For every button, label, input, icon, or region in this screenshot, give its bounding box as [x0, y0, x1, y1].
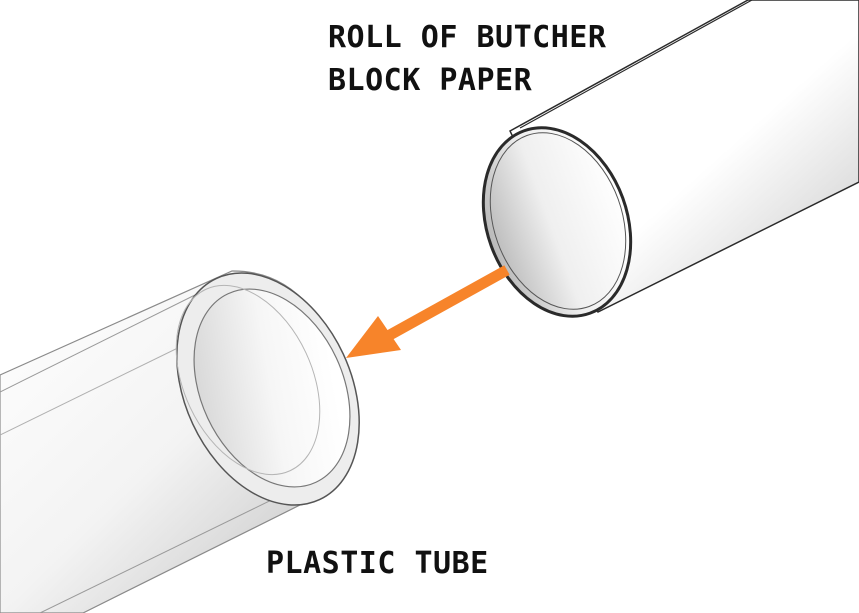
insert-direction-arrow-icon	[346, 265, 510, 358]
paper-roll	[481, 0, 859, 318]
paper-roll-label: ROLL OF BUTCHER BLOCK PAPER	[328, 16, 606, 102]
paper-roll-label-line-2: BLOCK PAPER	[328, 63, 533, 98]
plastic-tube-edge-lower	[39, 487, 297, 613]
plastic-tube-label: PLASTIC TUBE	[266, 546, 489, 581]
plastic-tube-edge-inner	[0, 342, 189, 436]
plastic-tube-opening	[193, 288, 351, 488]
plastic-tube	[0, 270, 360, 613]
paper-roll-opening	[481, 126, 633, 318]
plastic-tube-edge-upper	[0, 289, 206, 393]
paper-roll-rim	[489, 132, 627, 310]
paper-roll-label-line-1: ROLL OF BUTCHER	[328, 20, 607, 55]
arrow-shaft	[385, 265, 510, 341]
paper-roll-top-edge	[519, 0, 753, 129]
arrow-head	[346, 316, 401, 358]
plastic-tube-wall-far	[175, 284, 321, 476]
